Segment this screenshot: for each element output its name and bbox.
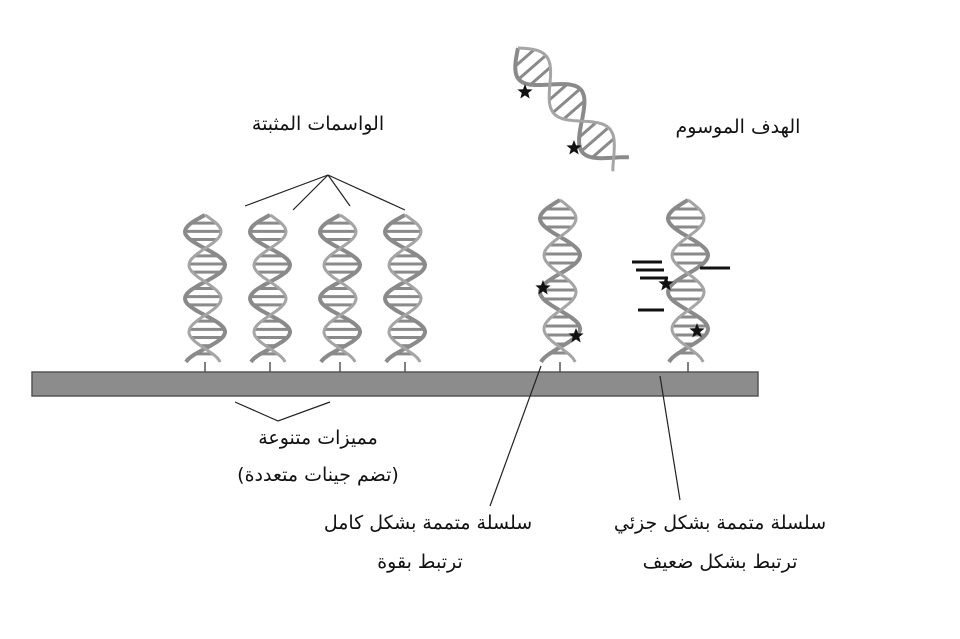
partial-match-label: سلسلة متممة بشكل جزئي	[613, 512, 827, 534]
label-star-icon	[535, 280, 551, 295]
full-match-binding-label: ترتبط بقوة	[377, 551, 463, 573]
probe-helix-1	[182, 213, 228, 384]
mismatch-bars	[632, 260, 730, 312]
probe-helix-2	[247, 213, 293, 384]
partial-match-binding-label: ترتبط بشكل ضعيف	[642, 551, 798, 573]
diverse-features-note: (تضم جينات متعددة)	[237, 464, 399, 486]
label-star-icon	[689, 323, 705, 338]
callout-lines	[234, 174, 681, 507]
probe-helix-4	[382, 213, 428, 384]
probe-helix-3	[317, 213, 363, 384]
label-star-icon	[517, 84, 533, 99]
labeled-target-label: الهدف الموسوم	[675, 116, 801, 138]
label-star-icon	[568, 328, 584, 343]
label-star-icon	[566, 140, 582, 155]
labeled-target-helix	[513, 46, 629, 172]
immobilized-probes-label: الواسمات المثبتة	[251, 113, 385, 135]
substrate-bar	[31, 371, 759, 397]
label-star-icon	[658, 276, 674, 291]
hybridized-partial-match-helix	[665, 198, 711, 384]
full-match-label: سلسلة متممة بشكل كامل	[323, 512, 533, 534]
diverse-features-label: مميزات متنوعة	[258, 427, 378, 449]
